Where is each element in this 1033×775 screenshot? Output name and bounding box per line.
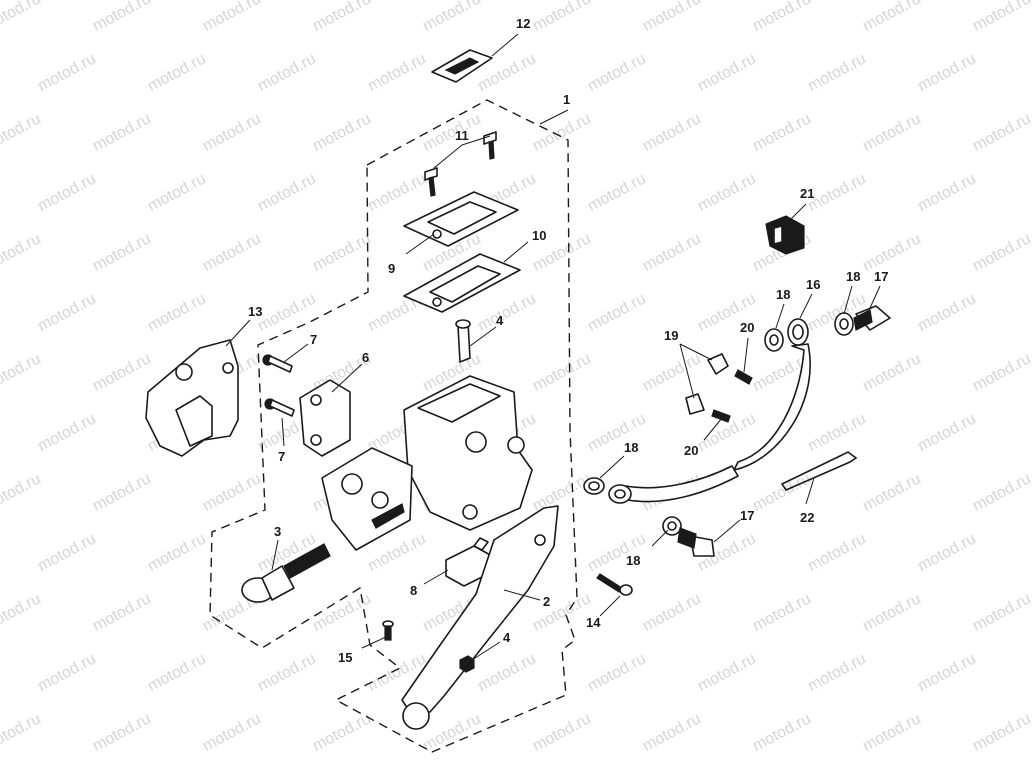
- callout-18d: 18: [626, 553, 640, 568]
- part-3-plunger: [241, 543, 331, 603]
- part-22-pin: [780, 451, 858, 492]
- part-12-cap: [431, 49, 493, 83]
- callout-18a: 18: [846, 269, 860, 284]
- callout-2: 2: [543, 594, 550, 609]
- callout-18b: 18: [776, 287, 790, 302]
- callout-12: 12: [516, 16, 530, 31]
- callout-7b: 7: [278, 449, 285, 464]
- part-20-screws: [711, 369, 753, 423]
- part-21-clip: [765, 215, 805, 255]
- leader-lines: [225, 33, 881, 661]
- callout-4b: 4: [503, 630, 511, 645]
- callout-1: 1: [563, 92, 570, 107]
- callout-4a: 4: [496, 313, 504, 328]
- callout-20a: 20: [740, 320, 754, 335]
- callout-7a: 7: [310, 332, 317, 347]
- callout-13: 13: [248, 304, 262, 319]
- part-16-hose: [608, 318, 811, 504]
- callout-9: 9: [388, 261, 395, 276]
- part-18-washers: [583, 312, 854, 536]
- callout-15: 15: [338, 650, 352, 665]
- callout-19: 19: [664, 328, 678, 343]
- part-19-clamps: [685, 353, 729, 415]
- part-6-clamp: [299, 379, 351, 457]
- callout-11: 11: [455, 128, 469, 143]
- callout-21: 21: [800, 186, 814, 201]
- callout-17a: 17: [874, 269, 888, 284]
- callout-17b: 17: [740, 508, 754, 523]
- part-10-gasket: [403, 253, 521, 313]
- part-17-bolts: [677, 305, 891, 557]
- callout-16: 16: [806, 277, 820, 292]
- part-2-lever: [401, 505, 559, 730]
- callout-18c: 18: [624, 440, 638, 455]
- callout-6: 6: [362, 350, 369, 365]
- part-4-pin: [455, 319, 471, 363]
- callout-14: 14: [586, 615, 601, 630]
- part-13-cover: [145, 339, 239, 457]
- callout-10: 10: [532, 228, 546, 243]
- assembly-outline-dashed: [209, 99, 578, 753]
- part-9-cover: [403, 191, 519, 247]
- part-7-screws: [262, 354, 295, 417]
- callout-20b: 20: [684, 443, 698, 458]
- part-14-bolt: [596, 573, 633, 596]
- part-11-screws: [424, 131, 497, 197]
- callout-3: 3: [274, 524, 281, 539]
- callout-labels: 1 2 3 4 4 6 7 7 8 9 10 11 12 13 14 15 16…: [248, 16, 888, 665]
- callout-8: 8: [410, 583, 417, 598]
- callout-22: 22: [800, 510, 814, 525]
- part-4-nut: [459, 655, 475, 673]
- master-cylinder-body: [321, 375, 533, 551]
